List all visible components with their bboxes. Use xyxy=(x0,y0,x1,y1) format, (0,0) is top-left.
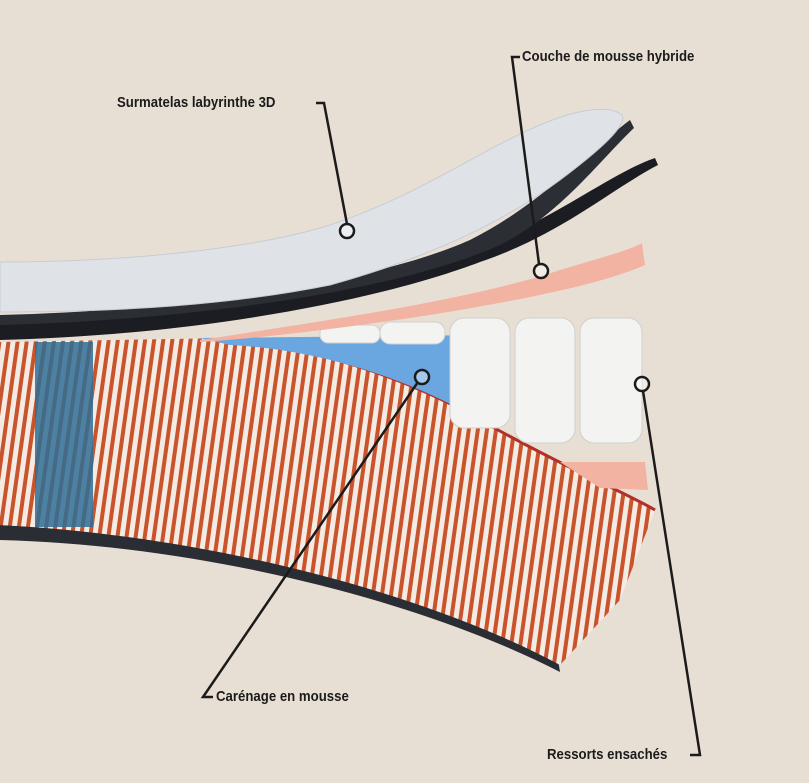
lower-foam xyxy=(560,462,648,490)
foam-casing-marker xyxy=(413,368,431,386)
leader-lines xyxy=(200,55,702,757)
topper-marker xyxy=(338,222,356,240)
topper xyxy=(0,108,624,313)
hybrid-foam-marker xyxy=(532,262,550,280)
label-pocket-springs: Ressorts ensachés xyxy=(547,746,668,763)
label-foam-casing: Carénage en mousse xyxy=(216,688,349,705)
label-hybrid-foam: Couche de mousse hybride xyxy=(522,48,695,65)
label-topper: Surmatelas labyrinthe 3D xyxy=(117,94,276,111)
pocket-springs-marker xyxy=(633,375,651,393)
blue-foam xyxy=(200,335,490,420)
casing-blue-strip xyxy=(35,342,93,527)
pocket-springs xyxy=(319,317,643,444)
foam-casing xyxy=(0,338,655,665)
